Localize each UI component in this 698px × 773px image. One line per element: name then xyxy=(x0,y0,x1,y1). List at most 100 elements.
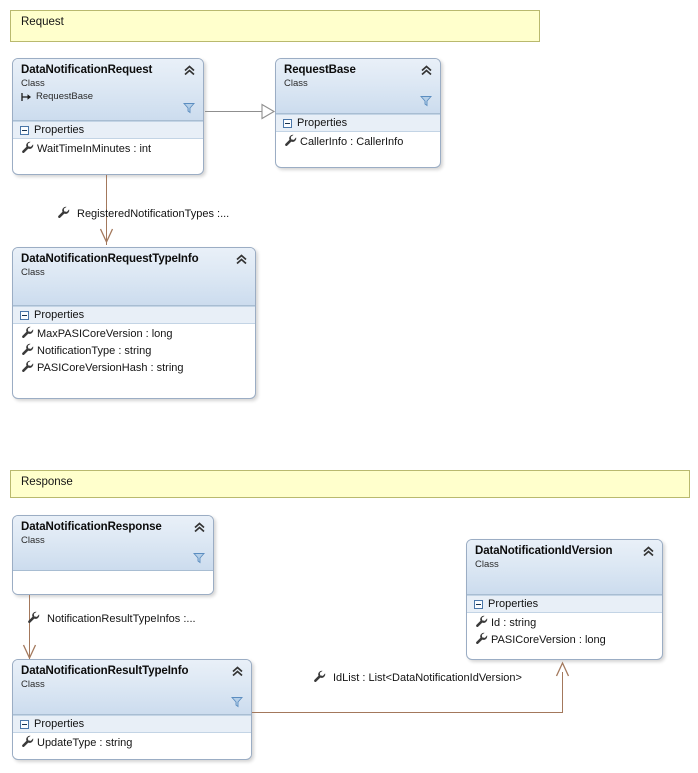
class-header: DataNotificationResultTypeInfo Class xyxy=(13,660,251,715)
compartment-label: Properties xyxy=(34,124,85,136)
class-title: DataNotificationResultTypeInfo xyxy=(21,665,189,677)
compartment-label: Properties xyxy=(297,117,348,129)
compartment-body: UpdateType : string xyxy=(13,733,251,756)
association-connector-line xyxy=(252,712,563,713)
member-label: CallerInfo : CallerInfo xyxy=(300,136,404,148)
chevron-up-icon[interactable] xyxy=(193,522,206,534)
association-arrowhead xyxy=(555,661,570,677)
compartment-body: Id : string PASICoreVersion : long xyxy=(467,613,662,653)
class-shape-data-notification-response[interactable]: DataNotificationResponse Class xyxy=(12,515,214,595)
chevron-up-icon[interactable] xyxy=(231,666,244,678)
association-label-text: NotificationResultTypeInfos :... xyxy=(47,613,196,625)
collapse-toggle-icon[interactable] xyxy=(283,118,292,128)
class-stereotype: Class xyxy=(475,559,499,570)
compartment-label: Properties xyxy=(34,718,85,730)
member-label: PASICoreVersionHash : string xyxy=(37,362,184,374)
wrench-icon xyxy=(21,735,34,753)
member-row[interactable]: PASICoreVersionHash : string xyxy=(13,360,255,377)
compartment-header-properties[interactable]: Properties xyxy=(13,121,203,139)
chevron-up-icon[interactable] xyxy=(420,65,433,77)
compartment-body: MaxPASICoreVersion : long NotificationTy… xyxy=(13,324,255,381)
compartment-label: Properties xyxy=(34,309,85,321)
member-row[interactable]: PASICoreVersion : long xyxy=(467,632,662,649)
funnel-icon[interactable] xyxy=(192,552,206,564)
compartment-header-properties[interactable]: Properties xyxy=(467,595,662,613)
member-label: PASICoreVersion : long xyxy=(491,634,606,646)
class-title: DataNotificationRequestTypeInfo xyxy=(21,253,199,265)
association-connector-line xyxy=(29,595,30,660)
member-label: MaxPASICoreVersion : long xyxy=(37,328,173,340)
compartment-label: Properties xyxy=(488,598,539,610)
class-base-type: RequestBase xyxy=(21,90,195,103)
association-connector-line xyxy=(562,672,563,713)
association-arrowhead xyxy=(99,228,114,244)
member-label: WaitTimeInMinutes : int xyxy=(37,143,152,155)
class-title: DataNotificationResponse xyxy=(21,521,162,533)
funnel-icon[interactable] xyxy=(230,696,244,708)
class-title: RequestBase xyxy=(284,64,356,76)
wrench-icon xyxy=(21,326,34,344)
association-label-id-list: IdList : List<DataNotificationIdVersion> xyxy=(313,670,522,686)
class-header: RequestBase Class xyxy=(276,59,440,114)
funnel-icon[interactable] xyxy=(182,102,196,114)
chevron-up-icon[interactable] xyxy=(642,546,655,558)
wrench-icon xyxy=(21,343,34,361)
class-base-label: RequestBase xyxy=(36,91,94,102)
compartment-header-properties[interactable]: Properties xyxy=(13,715,251,733)
association-label-text: RegisteredNotificationTypes :... xyxy=(77,208,230,220)
class-shape-data-notification-request[interactable]: DataNotificationRequest Class RequestBas… xyxy=(12,58,204,175)
section-banner-request[interactable]: Request xyxy=(10,10,540,42)
compartment-body-empty xyxy=(13,571,213,594)
association-label-notification-result-type-infos: NotificationResultTypeInfos :... xyxy=(27,611,196,627)
member-row[interactable]: WaitTimeInMinutes : int xyxy=(13,141,203,158)
compartment-header-properties[interactable]: Properties xyxy=(276,114,440,132)
member-row[interactable]: NotificationType : string xyxy=(13,343,255,360)
association-label-registered-notification-types: RegisteredNotificationTypes :... xyxy=(57,206,229,222)
inheritance-arrow-icon xyxy=(21,92,32,102)
member-label: Id : string xyxy=(491,617,537,629)
class-header: DataNotificationRequest Class RequestBas… xyxy=(13,59,203,121)
wrench-icon xyxy=(57,206,70,222)
class-title: DataNotificationRequest xyxy=(21,64,153,76)
member-row[interactable]: MaxPASICoreVersion : long xyxy=(13,326,255,343)
compartment-body: CallerInfo : CallerInfo xyxy=(276,132,440,155)
class-title: DataNotificationIdVersion xyxy=(475,545,613,557)
member-label: UpdateType : string xyxy=(37,737,133,749)
inheritance-connector-line xyxy=(205,111,265,112)
compartment-header-properties[interactable]: Properties xyxy=(13,306,255,324)
wrench-icon xyxy=(21,360,34,378)
collapse-toggle-icon[interactable] xyxy=(20,125,29,135)
association-connector-line xyxy=(106,175,107,245)
wrench-icon xyxy=(21,141,34,159)
section-banner-response[interactable]: Response xyxy=(10,470,690,498)
class-shape-data-notification-request-type-info[interactable]: DataNotificationRequestTypeInfo Class Pr… xyxy=(12,247,256,399)
member-row[interactable]: UpdateType : string xyxy=(13,735,251,752)
funnel-icon[interactable] xyxy=(419,95,433,107)
class-shape-request-base[interactable]: RequestBase Class Properties CallerInfo … xyxy=(275,58,441,168)
class-stereotype: Class xyxy=(21,535,45,546)
association-label-text: IdList : List<DataNotificationIdVersion> xyxy=(333,672,522,684)
wrench-icon xyxy=(284,134,297,152)
collapse-toggle-icon[interactable] xyxy=(20,719,29,729)
wrench-icon xyxy=(475,632,488,650)
wrench-icon xyxy=(475,615,488,633)
collapse-toggle-icon[interactable] xyxy=(474,599,483,609)
collapse-toggle-icon[interactable] xyxy=(20,310,29,320)
class-header: DataNotificationRequestTypeInfo Class xyxy=(13,248,255,306)
class-stereotype: Class xyxy=(21,78,45,89)
section-banner-request-label: Request xyxy=(21,16,64,28)
wrench-icon xyxy=(313,670,326,686)
class-shape-data-notification-result-type-info[interactable]: DataNotificationResultTypeInfo Class Pro… xyxy=(12,659,252,760)
class-header: DataNotificationResponse Class xyxy=(13,516,213,571)
inheritance-arrowhead xyxy=(261,103,276,120)
section-banner-response-label: Response xyxy=(21,476,73,488)
class-shape-data-notification-id-version[interactable]: DataNotificationIdVersion Class Properti… xyxy=(466,539,663,660)
class-stereotype: Class xyxy=(21,679,45,690)
member-label: NotificationType : string xyxy=(37,345,152,357)
chevron-up-icon[interactable] xyxy=(183,65,196,77)
association-arrowhead xyxy=(22,644,37,660)
class-stereotype: Class xyxy=(21,267,45,278)
chevron-up-icon[interactable] xyxy=(235,254,248,266)
member-row[interactable]: CallerInfo : CallerInfo xyxy=(276,134,440,151)
member-row[interactable]: Id : string xyxy=(467,615,662,632)
